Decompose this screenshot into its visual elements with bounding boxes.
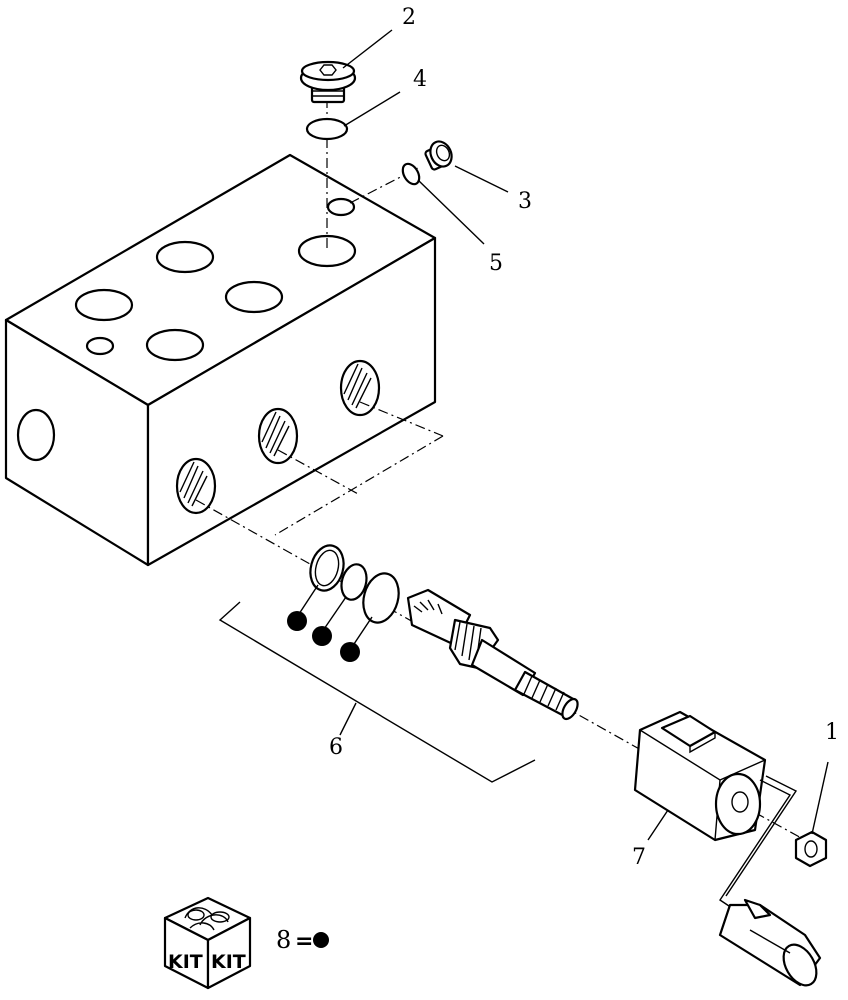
callout-7: 7 xyxy=(632,845,646,870)
kit-marker-dot xyxy=(312,626,332,646)
bracket-6 xyxy=(218,601,536,783)
top-port-hole xyxy=(224,280,284,314)
callout-2: 2 xyxy=(402,5,416,30)
manifold-block xyxy=(4,153,437,567)
seal-set xyxy=(309,544,400,624)
top-port-hole xyxy=(297,234,357,268)
top-port-hole xyxy=(155,240,215,274)
part-solenoid-coil xyxy=(633,710,767,842)
part-small-plug xyxy=(424,140,453,171)
kit-marker-dot xyxy=(287,611,307,631)
legend-number: 8 xyxy=(276,926,291,954)
kit-label-left: KIT xyxy=(168,951,203,973)
part-o-ring-tiny xyxy=(401,162,421,186)
kit-legend: KIT KIT 8 = xyxy=(163,896,329,990)
callout-leaders xyxy=(339,29,829,841)
front-port-hole xyxy=(16,408,56,462)
callout-3: 3 xyxy=(518,189,532,214)
kit-box-icon xyxy=(163,896,252,990)
kit-marker-dots xyxy=(287,584,373,662)
small-port-hole xyxy=(85,336,115,356)
part-cartridge-valve xyxy=(406,588,579,721)
part-hex-nut xyxy=(794,830,828,868)
part-o-ring-small xyxy=(305,117,349,141)
legend-dot xyxy=(313,932,329,948)
callout-1: 1 xyxy=(825,720,839,745)
kit-marker-dot xyxy=(340,642,360,662)
threaded-cavity xyxy=(175,457,217,515)
block-side-face xyxy=(146,236,437,567)
callout-5: 5 xyxy=(489,251,503,276)
threaded-cavity xyxy=(339,359,381,417)
part-plug xyxy=(299,60,357,104)
coil-lead-and-connector xyxy=(718,775,822,987)
top-port-hole xyxy=(74,288,134,322)
callout-4: 4 xyxy=(413,67,427,92)
legend-equals: = xyxy=(295,929,313,954)
threaded-cavity xyxy=(257,407,299,465)
callout-6: 6 xyxy=(329,735,343,760)
top-port-hole xyxy=(145,328,205,362)
small-port-hole xyxy=(326,197,356,217)
kit-label-right: KIT xyxy=(211,951,246,973)
